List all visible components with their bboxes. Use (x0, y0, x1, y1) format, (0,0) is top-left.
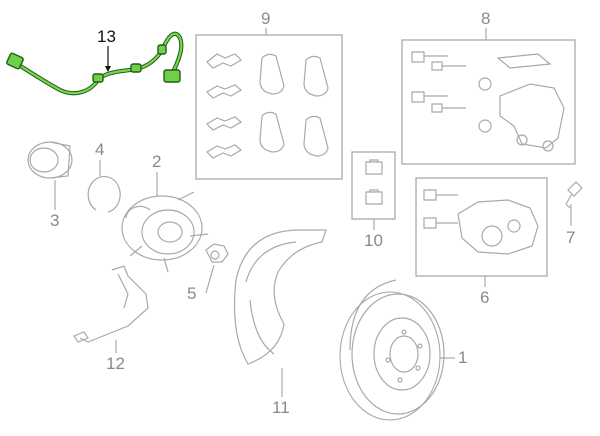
part-6-brake-caliper[interactable] (415, 177, 548, 277)
callout-9: 9 (261, 9, 270, 28)
callout-1: 1 (458, 348, 467, 367)
part-5-hub-nut[interactable] (205, 243, 229, 263)
part-7-bleeder-screw[interactable] (565, 181, 583, 209)
callout-3: 3 (50, 211, 59, 230)
part-3-wheel-bearing[interactable] (27, 141, 73, 179)
part-10-guide-bushings[interactable] (351, 151, 396, 220)
part-2-wheel-hub[interactable] (121, 191, 209, 273)
part-4-snap-ring[interactable] (87, 175, 121, 213)
callout-12: 12 (106, 354, 125, 373)
part-1-brake-rotor[interactable] (339, 279, 445, 421)
callout-10: 10 (364, 231, 383, 250)
callout-5: 5 (187, 284, 196, 303)
callout-6: 6 (480, 288, 489, 307)
callout-2: 2 (152, 152, 161, 171)
part-8-caliper-bracket-kit[interactable] (401, 39, 576, 165)
part-12-brake-hose[interactable] (73, 265, 149, 343)
callout-4: 4 (95, 140, 104, 159)
part-13-abs-sensor-harness[interactable] (6, 31, 184, 96)
callout-8: 8 (481, 9, 490, 28)
callout-7: 7 (566, 228, 575, 247)
callout-13: 13 (97, 27, 116, 46)
callout-11: 11 (272, 398, 290, 417)
part-9-brake-pad-set[interactable] (195, 34, 343, 180)
part-11-dust-shield[interactable] (233, 229, 327, 365)
